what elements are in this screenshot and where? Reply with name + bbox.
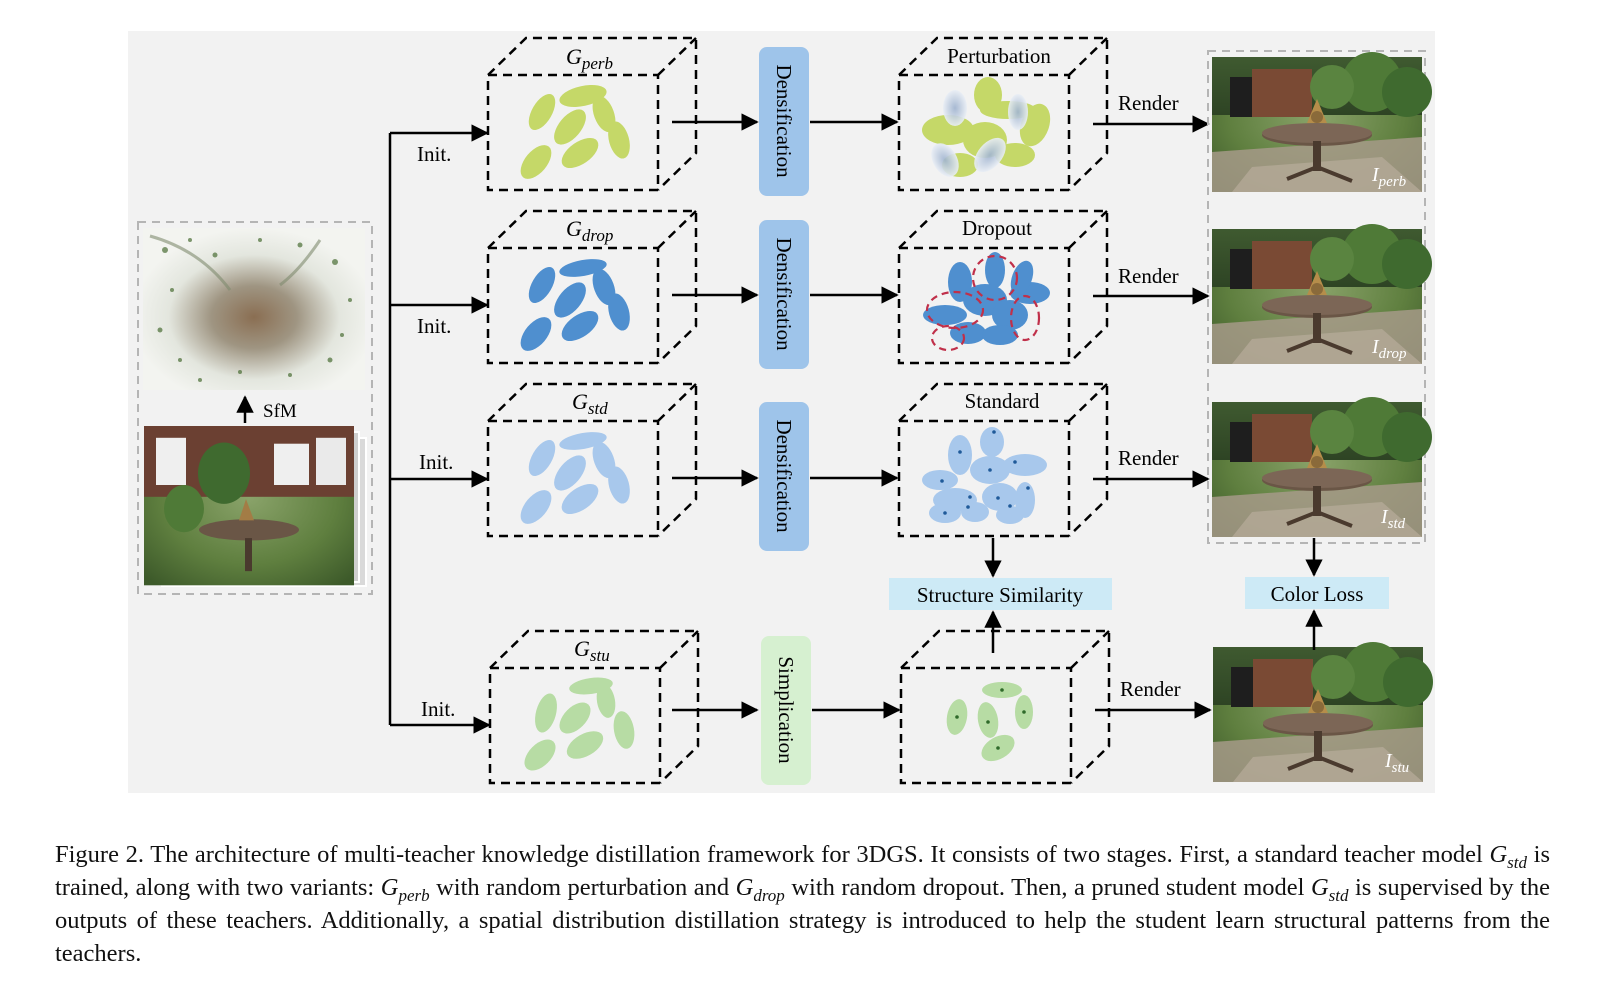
densification-box-row-1 — [759, 220, 809, 369]
image-label-row-1: Idrop — [1371, 336, 1407, 362]
image-label-row-0: Iperb — [1371, 164, 1407, 190]
stage-label-row-0: Densification — [772, 64, 796, 178]
image-label-row-3: Istu — [1384, 750, 1409, 776]
rendered-garden-photo-drop — [1210, 222, 1434, 366]
model-label-row-1: Gdrop — [566, 216, 613, 245]
variant-cube-row-3 — [899, 629, 1111, 785]
caption-math-gperb: Gperb — [380, 874, 430, 905]
color-loss-label: Color Loss — [1271, 582, 1364, 606]
variant-label-row-0: Perturbation — [947, 44, 1051, 68]
model-cube-row-0 — [486, 36, 698, 192]
simplication-box-row-3 — [761, 636, 811, 785]
model-label-row-3: Gstu — [574, 636, 610, 665]
model-cube-row-1 — [486, 209, 698, 365]
variant-cube-row-2 — [897, 382, 1109, 538]
gaussians-drop — [520, 259, 630, 351]
structure-similarity-box — [889, 578, 1112, 610]
structure-similarity-label: Structure Similarity — [917, 583, 1084, 607]
architecture-figure: SfM Init. Init. Init. Init. — [128, 31, 1435, 793]
gaussians-dropout — [923, 252, 1050, 352]
gaussians-perb — [520, 85, 630, 179]
diagram-canvas: SfM Init. Init. Init. Init. — [128, 31, 1435, 793]
variant-cube-row-0 — [897, 36, 1109, 192]
model-cube-row-3 — [488, 629, 700, 785]
variant-label-row-1: Dropout — [962, 216, 1032, 240]
init-label-row-2: Init. — [419, 450, 453, 474]
input-panel-frame — [137, 221, 373, 595]
gaussians-student-output — [946, 682, 1033, 762]
rendered-garden-photo-perb — [1210, 50, 1434, 194]
caption-label: Figure 2. — [55, 841, 144, 868]
model-label-row-2: Gstd — [572, 389, 608, 418]
render-label-row-2: Render — [1118, 446, 1179, 470]
init-label-row-1: Init. — [417, 314, 451, 338]
gaussians-perturbation — [922, 77, 1051, 177]
model-cube-row-2 — [486, 382, 698, 538]
caption-math-gstd-2: Gstd — [1310, 874, 1349, 905]
render-label-row-0: Render — [1118, 91, 1179, 115]
render-label-row-3: Render — [1120, 677, 1181, 701]
model-label-row-0: Gperb — [566, 44, 613, 73]
color-loss-box — [1245, 577, 1389, 609]
stage-label-row-3: Simplication — [774, 656, 798, 764]
variant-cube-row-1 — [897, 209, 1109, 365]
garden-photo-stack — [144, 426, 367, 587]
point-cloud-image — [143, 228, 365, 390]
teacher-renders-frame — [1207, 50, 1426, 544]
gaussians-standard — [922, 427, 1047, 524]
caption-math-gdrop: Gdrop — [735, 874, 785, 905]
render-label-row-1: Render — [1118, 264, 1179, 288]
gaussians-std — [520, 432, 630, 524]
gaussians-stu — [524, 677, 635, 771]
densification-box-row-0 — [759, 47, 809, 196]
sfm-label: SfM — [263, 401, 297, 422]
figure-caption: Figure 2. The architecture of multi-teac… — [55, 841, 1551, 967]
init-label-row-0: Init. — [417, 142, 451, 166]
caption-math-gstd: Gstd — [1489, 841, 1528, 872]
variant-label-row-2: Standard — [965, 389, 1040, 413]
stage-label-row-2: Densification — [772, 419, 796, 533]
image-label-row-2: Istd — [1380, 506, 1406, 532]
stage-label-row-1: Densification — [772, 237, 796, 351]
densification-box-row-2 — [759, 402, 809, 551]
init-label-row-3: Init. — [421, 697, 455, 721]
